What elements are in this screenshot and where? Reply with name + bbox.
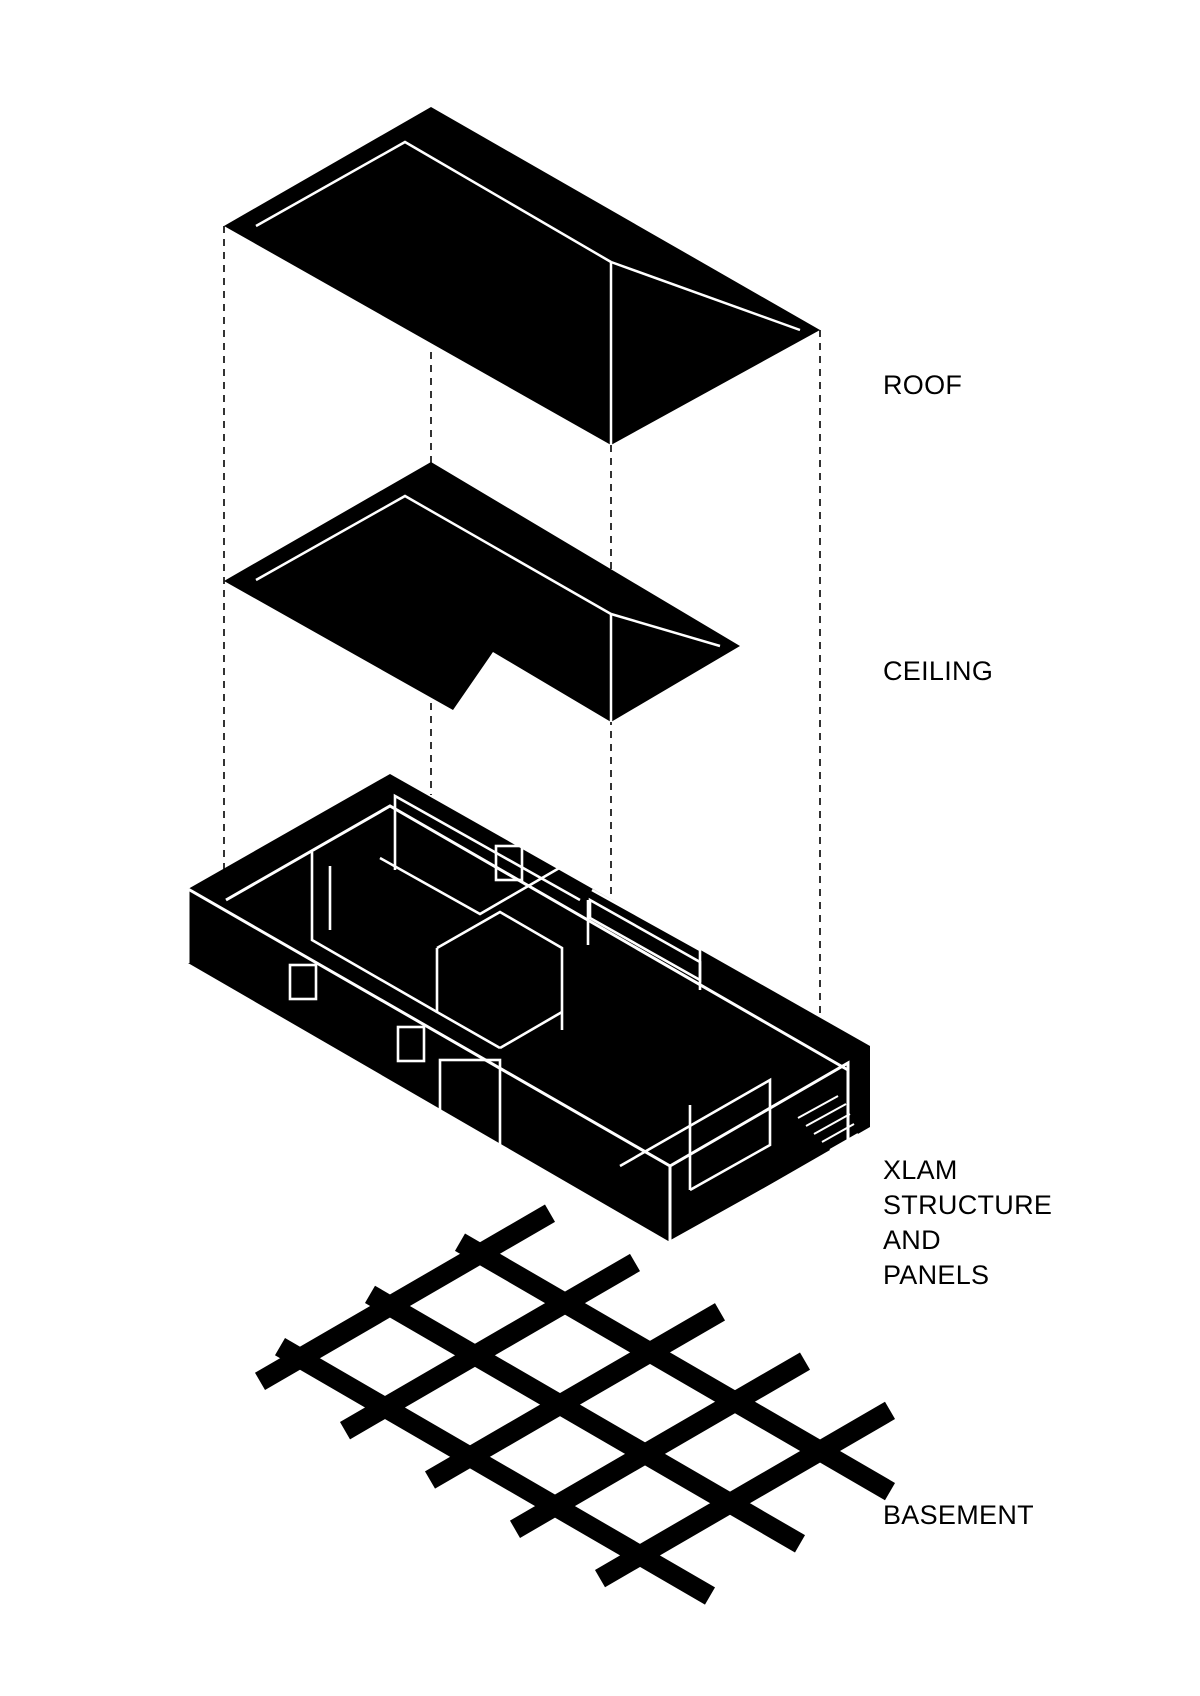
xlam-label-line: STRUCTURE <box>883 1190 1053 1220</box>
structure-mass <box>188 774 870 1242</box>
partition-wall <box>619 1077 772 1192</box>
basement-cross-beam <box>339 1253 641 1440</box>
roof-label-text: ROOF <box>883 370 963 400</box>
partition-wall <box>435 948 501 1050</box>
window <box>494 844 524 882</box>
xlam-structure-label: XLAM STRUCTURE AND PANELS <box>883 1153 1052 1293</box>
xlam-label-line: AND <box>883 1225 941 1255</box>
basement-cross-beam <box>254 1204 556 1391</box>
stair-step <box>805 1103 847 1127</box>
partition-wall <box>379 854 581 916</box>
ceiling-layer <box>224 462 740 722</box>
roof-layer <box>224 107 820 445</box>
xlam-label-line: PANELS <box>883 1260 990 1290</box>
roof-hip-edge <box>610 260 801 332</box>
xlam-label-line: XLAM <box>883 1155 958 1185</box>
basement-cross-beam <box>594 1401 896 1588</box>
basement-label-text: BASEMENT <box>883 1500 1034 1530</box>
stair <box>797 1095 859 1151</box>
ceiling-label: CEILING <box>883 654 993 689</box>
partition-wall <box>393 793 581 902</box>
stair-step <box>821 1123 855 1143</box>
basement-label: BASEMENT <box>883 1498 1034 1533</box>
stair-step <box>813 1113 851 1135</box>
ceiling-label-text: CEILING <box>883 656 994 686</box>
back-wall-top-edge <box>225 804 849 1072</box>
roof-shape <box>224 107 820 445</box>
basement-layer <box>254 1204 896 1605</box>
roof-ridge-edge <box>255 140 612 264</box>
stair-step <box>797 1095 839 1119</box>
window <box>396 1025 426 1063</box>
ceiling-hip-edge <box>610 612 721 648</box>
ceiling-notch <box>460 652 493 705</box>
door-opening <box>438 1058 502 1152</box>
stair-step <box>829 1133 859 1151</box>
basement-cross-beam <box>424 1303 726 1489</box>
roof-label: ROOF <box>883 368 962 403</box>
window-openings <box>288 844 702 1152</box>
ceiling-ridge-edge <box>255 494 612 616</box>
partition-wall <box>436 910 564 1030</box>
xlam-structure-layer <box>186 774 870 1244</box>
window <box>288 963 318 1001</box>
partition-wall <box>310 852 438 1014</box>
partition-wall <box>499 1010 563 1050</box>
window <box>588 897 702 983</box>
basement-cross-beam <box>509 1352 811 1538</box>
end-wall-edge <box>669 1060 850 1244</box>
